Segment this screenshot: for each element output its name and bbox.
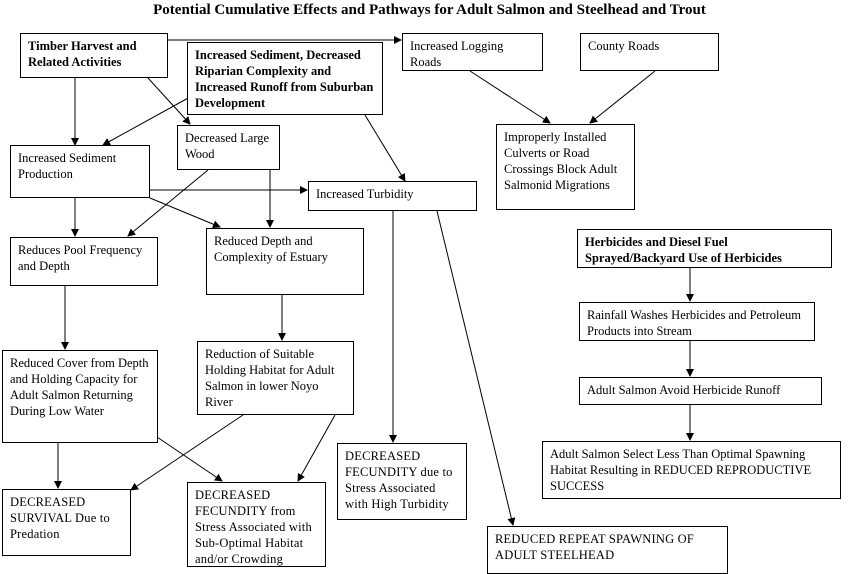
box-suboptimal-spawning-habitat: Adult Salmon Select Less Than Optimal Sp…	[542, 441, 841, 499]
arrow-logging-roads-to-culverts	[469, 70, 551, 124]
box-increased-sediment-production: Increased Sediment Production	[10, 145, 150, 198]
box-decreased-fecundity-crowding: DECREASED FECUNDITY from Stress Associat…	[187, 482, 326, 567]
arrow-sediment-to-estuary	[149, 197, 221, 229]
box-reduced-estuary-complexity: Reduced Depth and Complexity of Estuary	[206, 228, 364, 295]
box-decreased-fecundity-turbidity: DECREASED FECUNDITY due to Stress Associ…	[337, 443, 467, 520]
box-adult-salmon-avoid-runoff: Adult Salmon Avoid Herbicide Runoff	[579, 377, 822, 405]
box-suburban-development: Increased Sediment, Decreased Riparian C…	[187, 42, 383, 115]
box-increased-logging-roads: Increased Logging Roads	[402, 33, 543, 71]
arrow-turbidity-to-repeat-spawning	[436, 210, 516, 526]
box-timber-harvest: Timber Harvest and Related Activities	[20, 33, 168, 78]
box-decreased-large-wood: Decreased Large Wood	[177, 125, 280, 170]
box-reduces-pool-frequency: Reduces Pool Frequency and Depth	[10, 237, 158, 286]
box-rainfall-washes-herbicides: Rainfall Washes Herbicides and Petroleum…	[579, 302, 815, 341]
box-reduction-holding-habitat: Reduction of Suitable Holding Habitat fo…	[197, 341, 354, 415]
box-reduced-cover-holding-capacity: Reduced Cover from Depth and Holding Cap…	[2, 350, 158, 443]
box-herbicides-diesel: Herbicides and Diesel Fuel Sprayed/Backy…	[577, 229, 832, 268]
arrow-large-wood-to-pool	[127, 169, 209, 237]
arrow-cover-to-fecundity-crowding	[156, 436, 223, 482]
box-decreased-survival-predation: DECREASED SURVIVAL Due to Predation	[2, 489, 131, 556]
arrow-county-roads-to-culverts	[589, 70, 656, 124]
arrow-suburban-to-turbidity	[364, 114, 406, 182]
box-county-roads: County Roads	[580, 33, 719, 71]
box-reduced-repeat-spawning: REDUCED REPEAT SPAWNING OF ADULT STEELHE…	[487, 526, 728, 574]
arrow-timber-to-large-wood	[147, 77, 191, 125]
arrow-holding-to-fecundity-crowding	[297, 414, 336, 482]
box-improperly-installed-culverts: Improperly Installed Culverts or Road Cr…	[496, 124, 635, 210]
diagram-title: Potential Cumulative Effects and Pathway…	[153, 2, 706, 18]
arrow-suburban-to-sediment	[102, 96, 191, 146]
arrow-holding-to-survival	[130, 414, 244, 491]
box-increased-turbidity: Increased Turbidity	[308, 181, 477, 211]
